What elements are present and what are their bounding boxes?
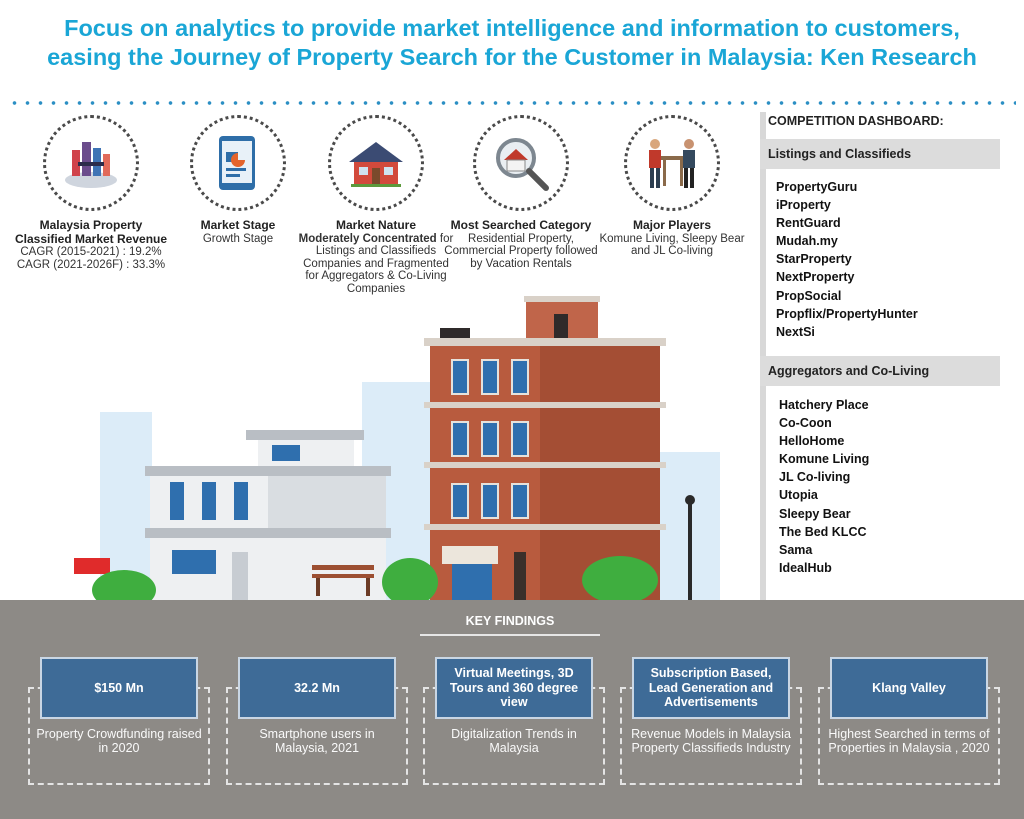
aggregators-header: Aggregators and Co-Living (760, 356, 1000, 386)
feature-label: Most Searched Category (450, 218, 592, 232)
list-item: PropSocial (776, 288, 842, 303)
listings-header: Listings and Classifieds (760, 139, 1000, 169)
list-item: Komune Living (779, 452, 870, 467)
list-item: Sama (779, 542, 813, 557)
finding-card-head: Virtual Meetings, 3D Tours and 360 degre… (435, 657, 593, 719)
tablet-chart-icon (219, 136, 255, 190)
buildings-illustration (74, 296, 720, 610)
list-item: NextProperty (776, 270, 855, 285)
city-phone-icon (65, 142, 117, 188)
list-item: IdealHub (779, 560, 832, 575)
list-item: JL Co-living (779, 470, 851, 485)
people-meeting-icon (649, 139, 695, 188)
feature-label: Major Players (632, 218, 712, 232)
finding-card-head: Klang Valley (830, 657, 988, 719)
list-item: The Bed KLCC (779, 524, 867, 539)
listings-list: PropertyGuru iProperty RentGuard Mudah.m… (776, 178, 918, 341)
feature-market-revenue: Malaysia Property Classified Market Reve… (13, 115, 169, 271)
magnifier-house-icon (496, 138, 549, 191)
feature-desc: Growth Stage (202, 232, 274, 245)
feature-desc: CAGR (2015-2021) : 19.2% (20, 246, 162, 258)
finding-card-head: $150 Mn (40, 657, 198, 719)
feature-desc: Residential Property, Commercial Propert… (444, 232, 598, 270)
feature-ring (328, 115, 424, 211)
finding-card-sub: Highest Searched in terms of Properties … (828, 727, 990, 755)
finding-card: 32.2 Mn Smartphone users in Malaysia, 20… (226, 657, 408, 785)
feature-ring (624, 115, 720, 211)
finding-card-sub: Property Crowdfunding raised in 2020 (36, 727, 202, 755)
feature-major-players: Major Players Komune Living, Sleepy Bear… (594, 115, 750, 258)
aggregators-list: Hatchery Place Co-Coon HelloHome Komune … (779, 396, 869, 577)
dotted-divider (8, 100, 1016, 106)
feature-desc: Komune Living, Sleepy Bear and JL Co-liv… (599, 232, 745, 258)
key-findings-title: KEY FINDINGS (420, 614, 600, 636)
feature-label: Market Nature (335, 218, 417, 232)
feature-market-stage: Market Stage Growth Stage (160, 115, 316, 245)
finding-card-sub: Digitalization Trends in Malaysia (451, 727, 577, 755)
feature-desc: CAGR (2021-2026F) : 33.3% (16, 258, 166, 271)
feature-most-searched: Most Searched Category Residential Prope… (443, 115, 599, 270)
list-item: Propflix/PropertyHunter (776, 306, 918, 321)
list-item: Utopia (779, 488, 818, 503)
feature-ring (190, 115, 286, 211)
finding-card-sub: Smartphone users in Malaysia, 2021 (259, 727, 375, 755)
feature-market-nature: Market Nature Moderately Concentrated fo… (298, 115, 454, 295)
finding-card: Klang Valley Highest Searched in terms o… (818, 657, 1000, 785)
feature-desc-text: for Listings and Classifieds Companies a… (303, 232, 454, 295)
feature-label: Malaysia Property Classified Market Reve… (14, 218, 168, 246)
list-item: iProperty (776, 198, 831, 213)
feature-desc-bold: Moderately Concentrated (298, 232, 437, 245)
list-item: RentGuard (776, 216, 841, 231)
list-item: Hatchery Place (779, 398, 869, 412)
list-item: PropertyGuru (776, 180, 858, 194)
city-illustration (0, 290, 760, 610)
feature-desc: Moderately Concentrated for Listings and… (298, 233, 454, 296)
list-item: HelloHome (779, 434, 845, 449)
list-item: Mudah.my (776, 234, 838, 249)
list-item: StarProperty (776, 252, 852, 267)
house-icon (349, 142, 403, 187)
finding-card: Subscription Based, Lead Generation and … (620, 657, 802, 785)
competition-dashboard: COMPETITION DASHBOARD: Listings and Clas… (760, 108, 1024, 600)
feature-ring (473, 115, 569, 211)
finding-card: Virtual Meetings, 3D Tours and 360 degre… (423, 657, 605, 785)
finding-card-head: 32.2 Mn (238, 657, 396, 719)
finding-card-head: Subscription Based, Lead Generation and … (632, 657, 790, 719)
list-item: Sleepy Bear (779, 506, 851, 521)
list-item: NextSi (776, 324, 815, 339)
finding-card-sub: Revenue Models in Malaysia Property Clas… (631, 727, 791, 755)
feature-label: Market Stage (200, 218, 276, 232)
finding-card: $150 Mn Property Crowdfunding raised in … (28, 657, 210, 785)
feature-ring (43, 115, 139, 211)
key-findings-section: KEY FINDINGS $150 Mn Property Crowdfundi… (0, 600, 1024, 819)
list-item: Co-Coon (779, 416, 832, 431)
page-title: Focus on analytics to provide market int… (47, 15, 977, 70)
dashboard-title: COMPETITION DASHBOARD: (768, 114, 944, 128)
